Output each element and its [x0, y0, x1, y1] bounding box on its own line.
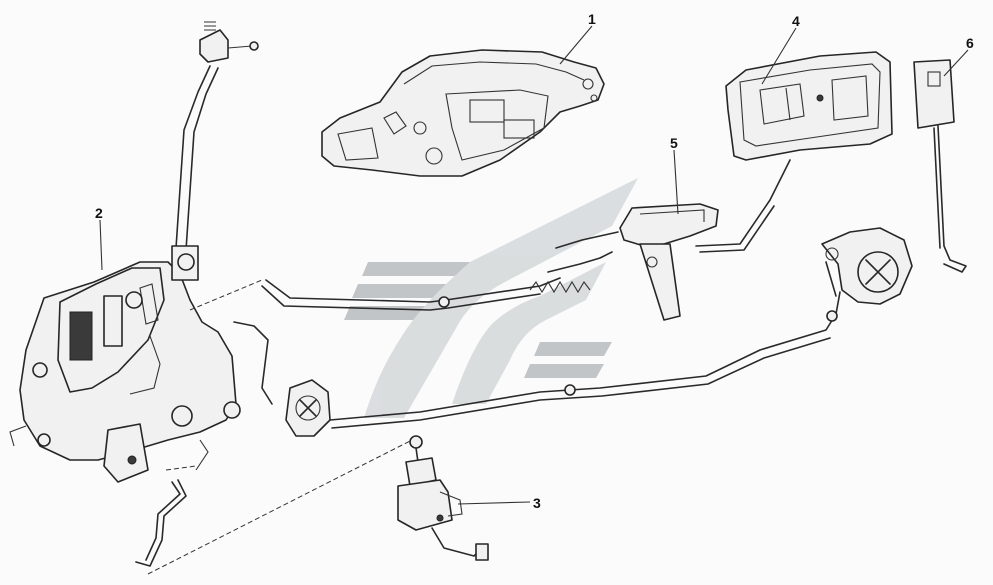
- interior-door-handle: [725, 51, 893, 161]
- lock-knob-plate: [913, 59, 967, 273]
- remote-control-lever: [529, 203, 719, 321]
- assembly-leader-lines: [147, 279, 413, 575]
- callout-4: 4: [792, 13, 800, 29]
- callout-6: 6: [966, 35, 974, 51]
- callout-3: 3: [533, 495, 541, 511]
- callout-1: 1: [588, 11, 596, 27]
- exterior-door-handle: [321, 49, 605, 177]
- door-lock-assembly: [9, 21, 259, 567]
- callout-5: 5: [670, 135, 678, 151]
- lock-cylinder-assembly: [821, 227, 913, 305]
- connecting-rods: [261, 159, 841, 429]
- rod-bellcrank: [233, 321, 331, 437]
- callout-2: 2: [95, 205, 103, 221]
- watermark-logo: [344, 178, 638, 418]
- door-lock-actuator: [397, 435, 489, 561]
- callout-leaders: [99, 25, 969, 505]
